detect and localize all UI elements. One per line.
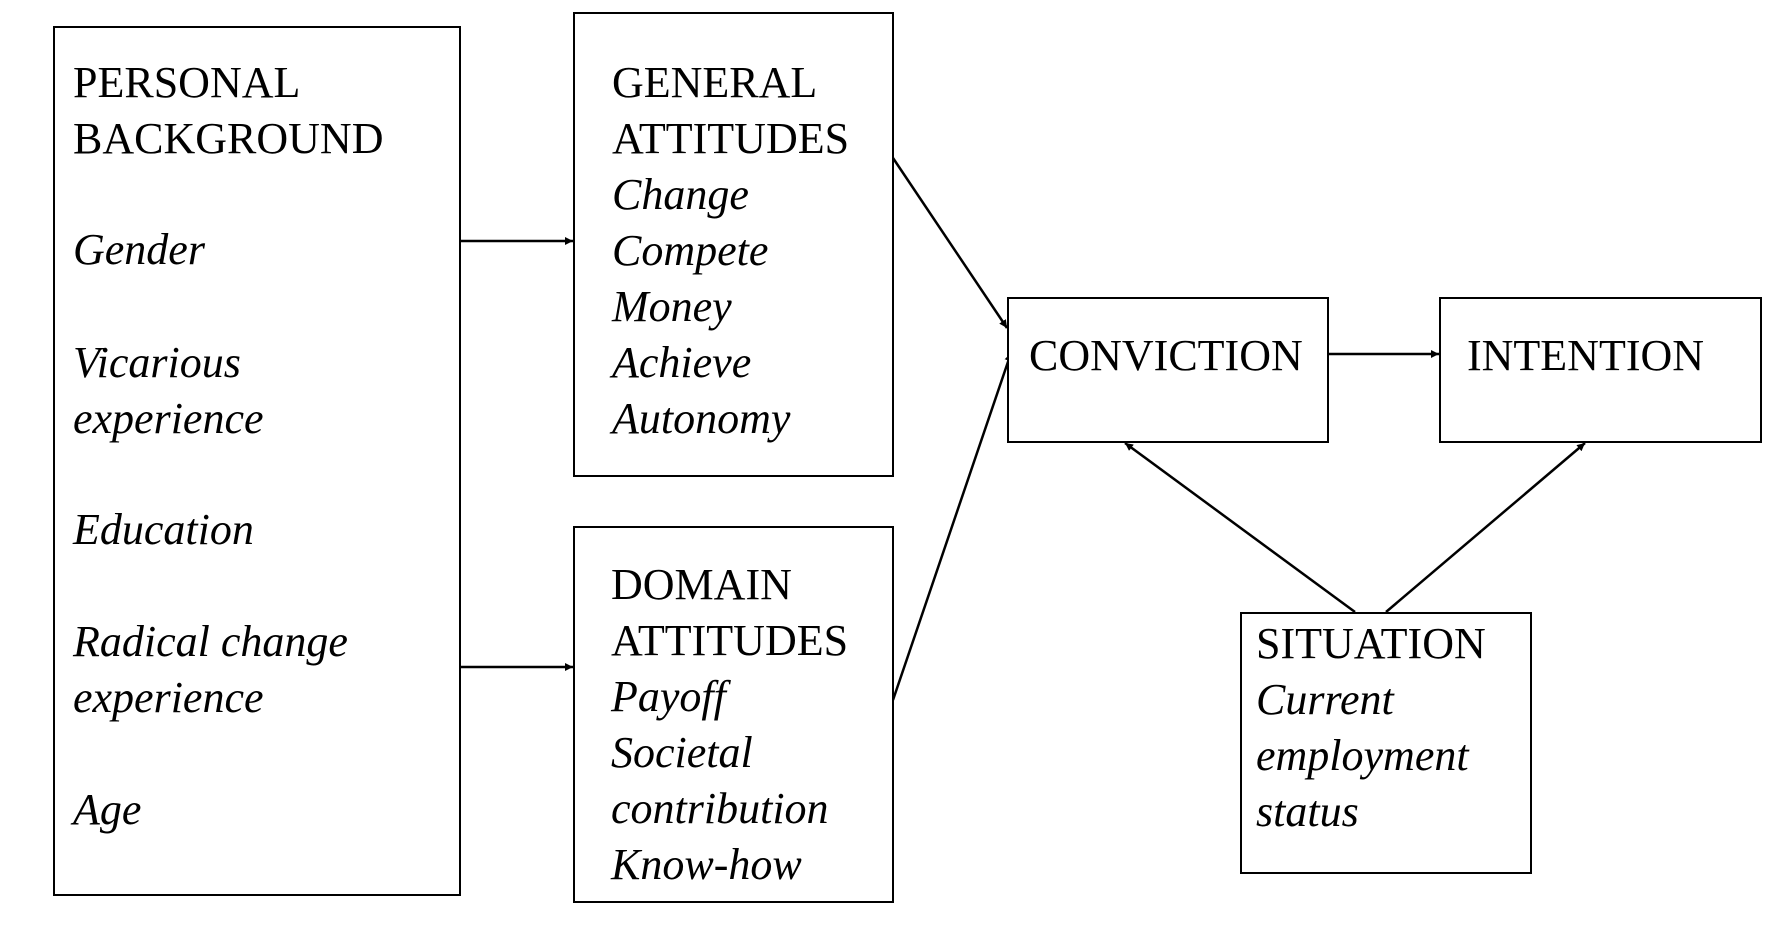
- general-attitudes-heading-line-1: GENERAL: [612, 58, 818, 107]
- general-item-compete: Compete: [612, 226, 769, 275]
- domain-item-contribution: contribution: [611, 784, 829, 833]
- general-item-autonomy: Autonomy: [612, 394, 791, 443]
- domain-attitudes-box: DOMAIN ATTITUDES Payoff Societal contrib…: [573, 526, 894, 903]
- domain-attitudes-heading-line-1: DOMAIN: [611, 560, 792, 609]
- general-attitudes-heading-line-2: ATTITUDES: [612, 114, 850, 163]
- domain-item-know-how: Know-how: [611, 840, 802, 889]
- personal-background-heading-line-2: BACKGROUND: [73, 114, 384, 163]
- factor-gender: Gender: [73, 225, 205, 274]
- conviction-label: CONVICTION: [1029, 331, 1303, 380]
- arrow-situation-to-intention: [1385, 442, 1586, 613]
- intention-box: INTENTION: [1439, 297, 1762, 443]
- situation-item-status: status: [1256, 787, 1359, 836]
- factor-radical-change-line-1: Radical change: [73, 617, 348, 666]
- general-item-change: Change: [612, 170, 749, 219]
- domain-item-payoff: Payoff: [611, 672, 726, 721]
- factor-vicarious-line-2: experience: [73, 394, 264, 443]
- arrow-domain-to-conviction: [891, 352, 1013, 701]
- general-item-money: Money: [612, 282, 732, 331]
- arrow-situation-to-conviction: [1124, 441, 1356, 614]
- personal-background-box: PERSONAL BACKGROUND Gender Vicarious exp…: [53, 26, 461, 896]
- factor-education: Education: [73, 505, 254, 554]
- general-item-achieve: Achieve: [612, 338, 752, 387]
- situation-item-employment: employment: [1256, 731, 1469, 780]
- general-attitudes-box: GENERAL ATTITUDES Change Compete Money A…: [573, 12, 894, 477]
- situation-heading: SITUATION: [1256, 619, 1486, 668]
- situation-box: SITUATION Current employment status: [1240, 612, 1532, 874]
- domain-item-societal: Societal: [611, 728, 753, 777]
- factor-radical-change-line-2: experience: [73, 673, 264, 722]
- arrow-general-to-conviction: [891, 157, 1009, 329]
- intention-label: INTENTION: [1467, 331, 1705, 380]
- factor-vicarious-line-1: Vicarious: [73, 338, 241, 387]
- domain-attitudes-heading-line-2: ATTITUDES: [611, 616, 849, 665]
- situation-item-current: Current: [1256, 675, 1394, 724]
- factor-age: Age: [73, 785, 142, 834]
- conviction-box: CONVICTION: [1007, 297, 1329, 443]
- personal-background-heading-line-1: PERSONAL: [73, 58, 301, 107]
